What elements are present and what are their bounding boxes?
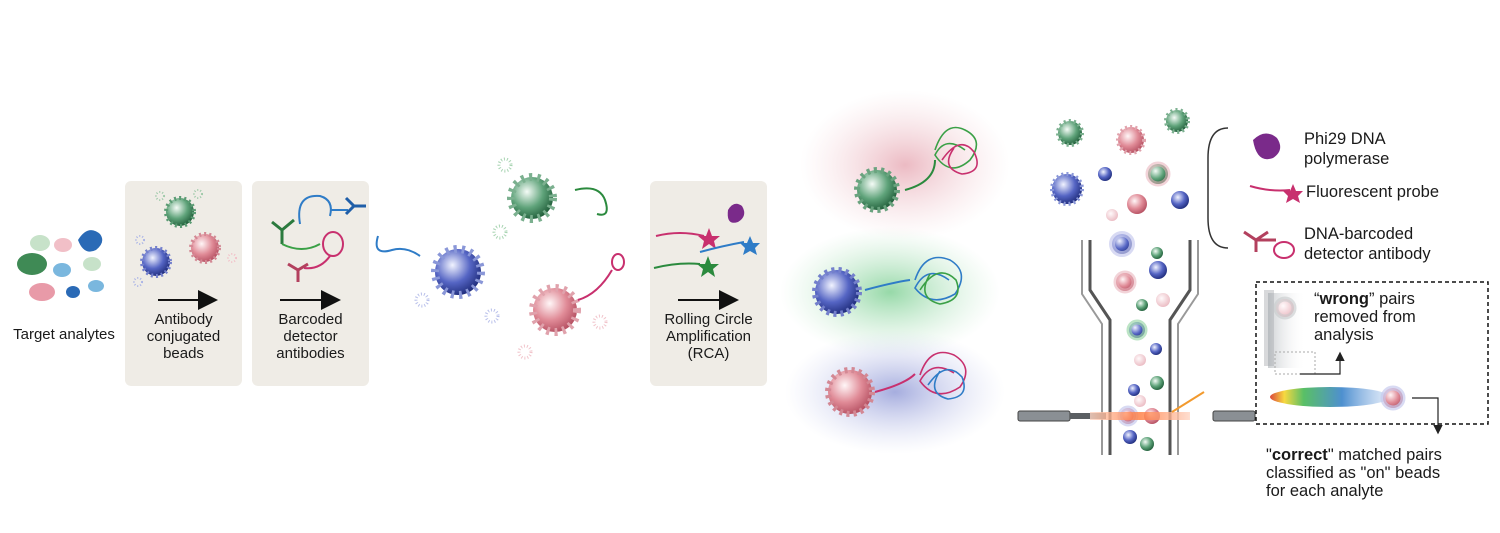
- barcoded-antibody-icon: [1243, 230, 1295, 259]
- correct-pairs-note: "correct" matched pairs classified as "o…: [1266, 446, 1442, 500]
- probe-star-icon: [1249, 184, 1303, 203]
- legend-probe: Fluorescent probe: [1306, 183, 1439, 201]
- bead-icon: [133, 189, 237, 287]
- bead-icon: [375, 157, 625, 360]
- laser-beam: [1017, 391, 1256, 422]
- bead-icon: [1380, 385, 1406, 411]
- flow-channel: [1081, 231, 1199, 455]
- label-step2: Barcoded detector antibodies: [276, 311, 345, 362]
- gate-box: [1274, 351, 1316, 375]
- step-panel-1: [125, 181, 242, 386]
- correct-scatter-region: [1270, 387, 1390, 407]
- probe-star-icon: [653, 203, 760, 277]
- legend-phi29: Phi29 DNA polymerase: [1304, 130, 1390, 168]
- polymerase-icon: [1253, 133, 1281, 160]
- arrow-icon: [1300, 351, 1345, 375]
- wrong-pairs-note: “wrong” pairs removed from analysis: [1314, 290, 1416, 344]
- bead-icon: [1050, 108, 1190, 221]
- result-box: [1255, 281, 1489, 425]
- label-step3: Rolling Circle Amplification (RCA): [664, 311, 753, 362]
- legend-bracket: [1207, 127, 1229, 249]
- legend-barcoded: DNA-barcoded detector antibody: [1304, 225, 1431, 263]
- label-target-analytes: Target analytes: [13, 326, 115, 343]
- barcoded-antibody-icon: [271, 194, 366, 282]
- arrow-icon: [1412, 397, 1443, 435]
- bead-icon: [1273, 296, 1297, 320]
- rca-products: [780, 90, 1010, 454]
- analyte-icons: [17, 230, 104, 301]
- label-step1: Antibody conjugated beads: [146, 311, 221, 362]
